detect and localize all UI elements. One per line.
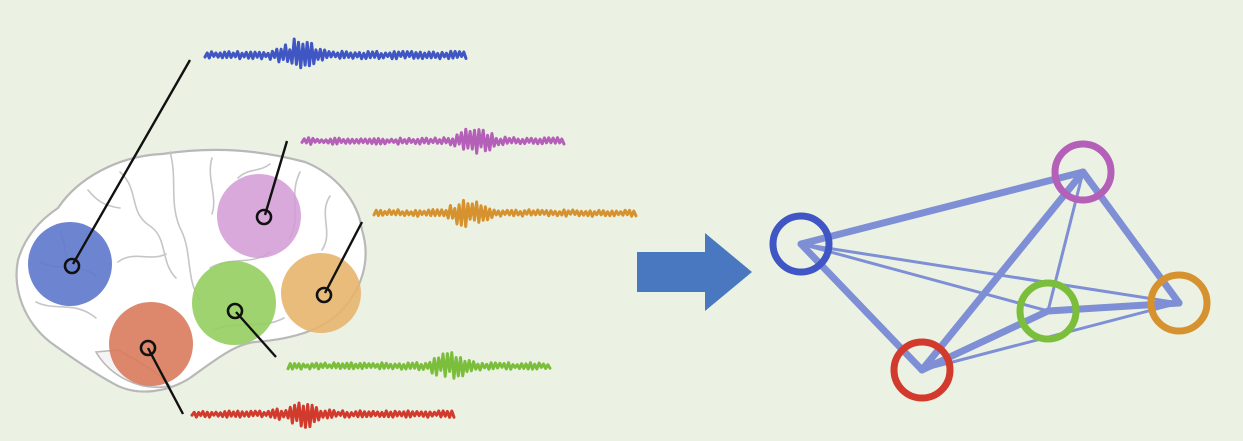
- lead-line-purple: [263, 140, 289, 216]
- brain-fold: [119, 171, 177, 279]
- network-edge-green-orange: [1044, 299, 1183, 315]
- network-node-blue: [769, 212, 833, 276]
- network-node-purple: [1051, 140, 1115, 204]
- lead-line-green: [235, 311, 277, 358]
- network-edges: [797, 168, 1183, 374]
- region-red-disk: [109, 302, 193, 386]
- brain-regions: [28, 174, 361, 386]
- region-purple-disk: [217, 174, 301, 258]
- network-edge-blue-green: [799, 242, 1050, 313]
- electrode-pin-blue: [63, 257, 81, 275]
- brain-fold: [117, 253, 167, 263]
- brain-fold: [321, 195, 331, 251]
- brain-fold: [87, 189, 121, 209]
- electrode-pin-red: [139, 339, 157, 357]
- network-edge-red-green: [918, 307, 1052, 374]
- electrode-pin-orange: [315, 286, 333, 304]
- signal-trace-purple: [300, 127, 566, 155]
- network-edge-purple-orange: [1079, 168, 1183, 307]
- transform-arrow: [637, 233, 752, 311]
- electrode-pin-purple: [255, 208, 273, 226]
- brain-fold: [35, 301, 97, 319]
- signal-traces: [190, 37, 638, 429]
- network-node-green: [1016, 279, 1080, 343]
- signal-trace-blue: [203, 37, 468, 70]
- region-blue-disk: [28, 222, 112, 306]
- brain-fold: [209, 157, 215, 215]
- brain-fold: [237, 163, 271, 179]
- connectivity-network: [769, 140, 1211, 402]
- network-nodes: [769, 140, 1211, 402]
- brain-fold: [169, 151, 201, 301]
- electrode-leads: [63, 59, 364, 415]
- lead-line-blue: [71, 59, 192, 265]
- network-edge-red-purple: [918, 168, 1087, 374]
- region-orange-disk: [281, 253, 361, 333]
- signal-trace-red: [190, 401, 456, 429]
- network-edge-purple-green: [1046, 170, 1085, 313]
- network-node-red: [890, 338, 954, 402]
- network-edge-blue-orange: [799, 242, 1181, 305]
- signal-trace-orange: [372, 198, 638, 228]
- network-node-orange: [1147, 271, 1211, 335]
- signal-trace-green: [286, 351, 552, 380]
- lead-line-red: [146, 347, 185, 415]
- network-edge-blue-purple: [797, 168, 1087, 248]
- electrode-pin-green: [226, 302, 244, 320]
- lead-line-orange: [323, 221, 364, 294]
